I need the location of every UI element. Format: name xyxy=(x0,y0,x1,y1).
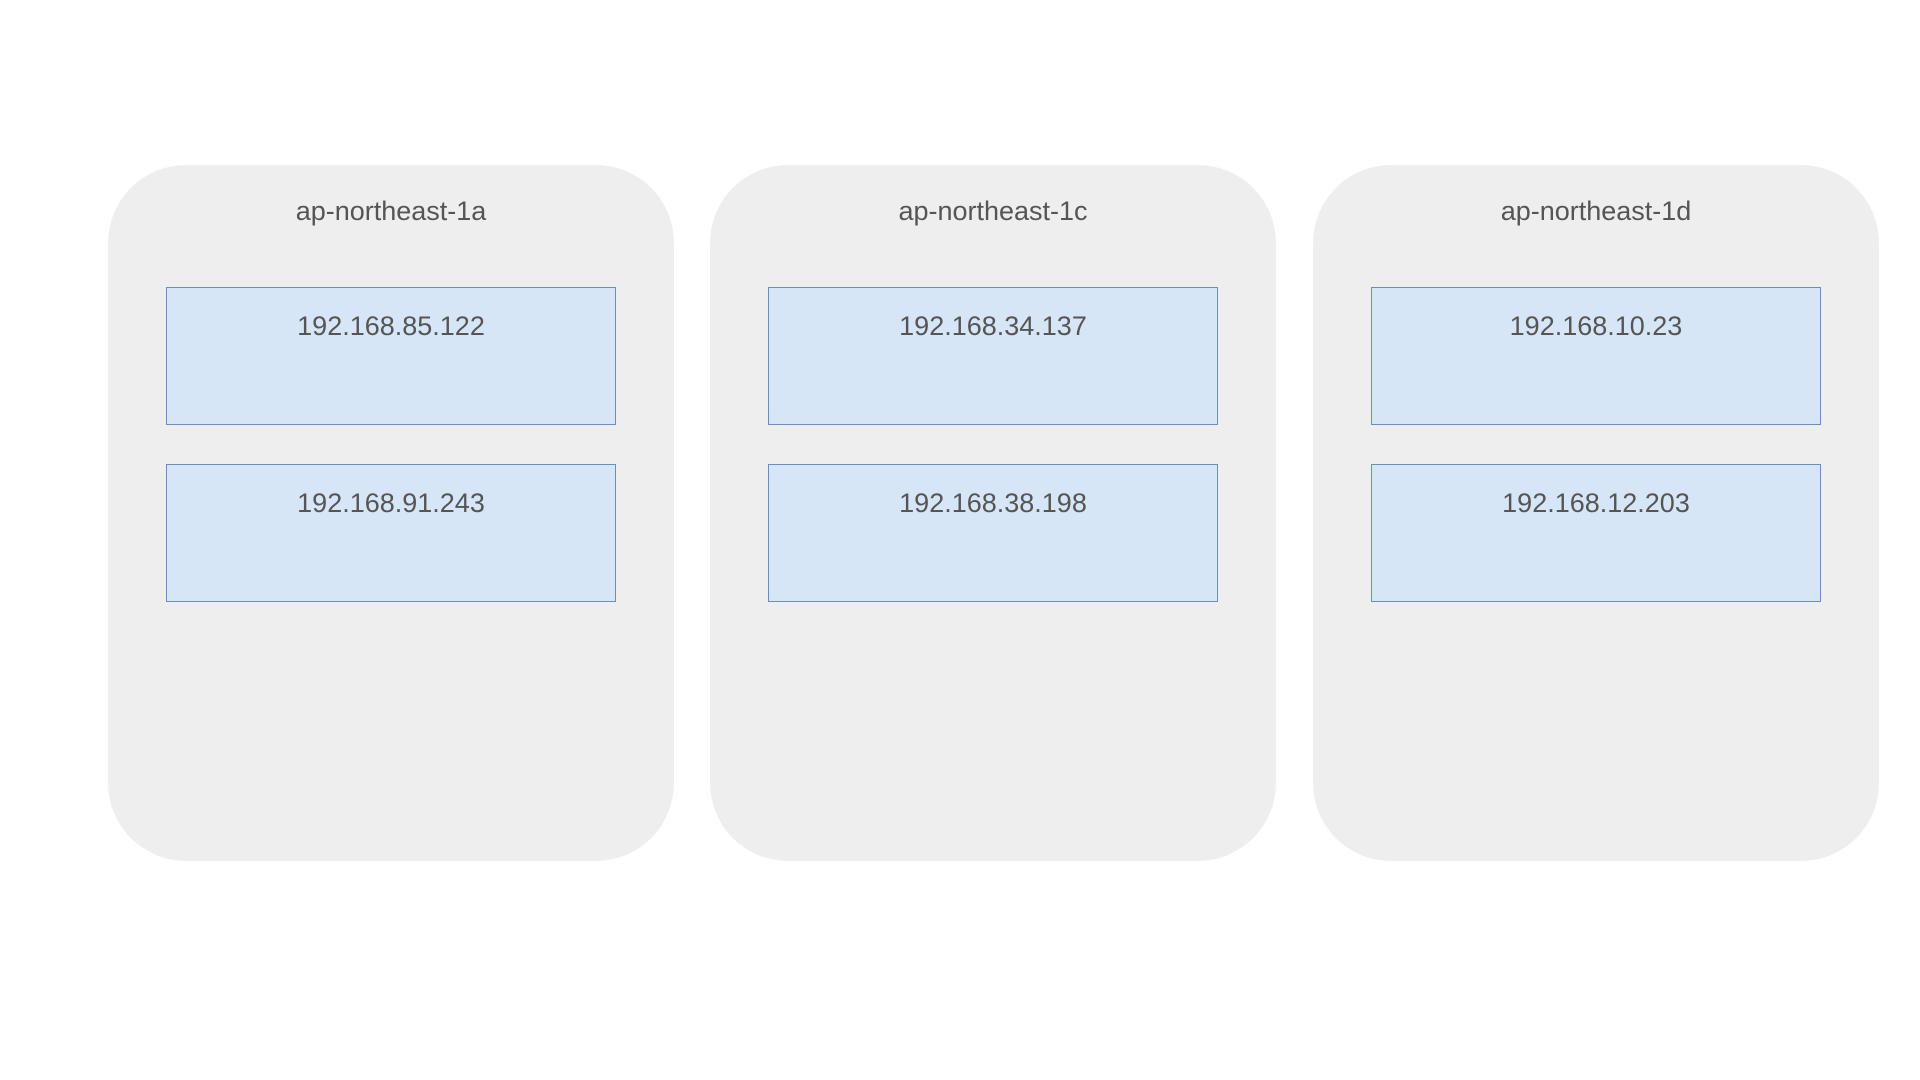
subnet-ip-label: 192.168.85.122 xyxy=(297,311,485,341)
subnet-box[interactable]: 192.168.38.198 xyxy=(768,464,1218,602)
zone-title: ap-northeast-1a xyxy=(295,196,487,226)
zone-title: ap-northeast-1d xyxy=(1500,196,1692,226)
subnet-ip-label: 192.168.10.23 xyxy=(1509,311,1683,341)
subnet-ip-label: 192.168.38.198 xyxy=(899,488,1087,518)
subnet-box[interactable]: 192.168.12.203 xyxy=(1371,464,1821,602)
availability-zone-1c[interactable]: ap-northeast-1c 192.168.34.137 192.168.3… xyxy=(710,165,1276,861)
subnet-box[interactable]: 192.168.34.137 xyxy=(768,287,1218,425)
availability-zone-1a[interactable]: ap-northeast-1a 192.168.85.122 192.168.9… xyxy=(108,165,674,861)
subnet-box[interactable]: 192.168.10.23 xyxy=(1371,287,1821,425)
subnet-ip-label: 192.168.91.243 xyxy=(297,488,485,518)
subnet-box[interactable]: 192.168.85.122 xyxy=(166,287,616,425)
subnet-ip-label: 192.168.34.137 xyxy=(899,311,1087,341)
zone-title: ap-northeast-1c xyxy=(898,196,1088,226)
availability-zone-1d[interactable]: ap-northeast-1d 192.168.10.23 192.168.12… xyxy=(1313,165,1879,861)
subnet-ip-label: 192.168.12.203 xyxy=(1502,488,1690,518)
subnet-box[interactable]: 192.168.91.243 xyxy=(166,464,616,602)
